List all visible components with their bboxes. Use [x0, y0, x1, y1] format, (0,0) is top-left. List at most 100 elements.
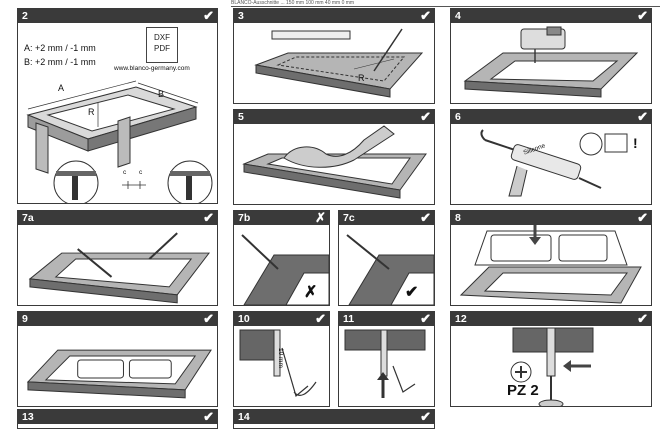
- step-7b-panel: 7b ✗ ✗: [233, 210, 330, 306]
- gap-c-right: c: [139, 169, 143, 176]
- check-icon: ✔: [420, 311, 431, 326]
- step-11-illustration: [339, 326, 434, 406]
- step-number: 14: [238, 411, 250, 423]
- step-header: 9✔: [18, 312, 217, 326]
- check-icon: ✔: [637, 109, 648, 124]
- step-number: 2: [22, 10, 28, 22]
- step-6-panel: 6✔ ! Silicone: [450, 109, 652, 205]
- dxf-pdf-file-icon: DXF PDF: [146, 27, 178, 63]
- screwing-drawing: [510, 327, 594, 406]
- step-3-illustration: R: [234, 23, 434, 103]
- check-icon: ✔: [420, 210, 431, 225]
- step-11-panel: 11 ✔: [338, 311, 435, 407]
- step-header: 13 ✔: [18, 410, 217, 424]
- step-number: 6: [455, 111, 461, 123]
- check-icon: ✔: [203, 8, 214, 23]
- check-icon: ✔: [420, 409, 431, 424]
- top-table-strip: BLANCO-Ausschnitte ... 150 mm 100 mm 40 …: [231, 0, 660, 7]
- step-4-illustration: [451, 23, 651, 103]
- step-2-panel: 2✔ A: +2 mm / -1 mm B: +2 mm / -1 mm DXF…: [17, 8, 218, 204]
- website-url: www.blanco-germany.com: [114, 65, 190, 72]
- sealing-drawing: [28, 232, 211, 304]
- dimension-b-label: B: [158, 89, 165, 99]
- step-number: 7a: [22, 212, 34, 224]
- step-header: 11 ✔: [339, 312, 434, 326]
- step-3-panel: 3✔ R: [233, 8, 435, 104]
- sink-placement-drawing: [459, 225, 642, 304]
- step-header: 12 ✔: [451, 312, 651, 326]
- step-5-illustration: [234, 124, 434, 204]
- step-7a-panel: 7a ✔: [17, 210, 218, 306]
- step-10-panel: 10 ✔ 10 mm: [233, 311, 330, 407]
- step-number: 3: [238, 10, 244, 22]
- step-8-panel: 8✔: [450, 210, 652, 306]
- step-13-panel: 13 ✔: [17, 409, 218, 429]
- step-14-panel: 14 ✔: [233, 409, 435, 429]
- check-icon: ✔: [420, 8, 431, 23]
- step-header: 14 ✔: [234, 410, 434, 424]
- check-icon: ✔: [637, 8, 648, 23]
- step-12-illustration: PZ 2: [451, 326, 651, 406]
- check-icon: ✔: [315, 311, 326, 326]
- cross-icon: ✗: [315, 210, 326, 225]
- step-number: 8: [455, 212, 461, 224]
- step-number: 7b: [238, 212, 251, 224]
- tolerance-a: A: +2 mm / -1 mm: [24, 43, 96, 53]
- jigsaw-drawing: [463, 26, 639, 98]
- step-header: 7b ✗: [234, 211, 329, 225]
- step-header: 7a ✔: [18, 211, 217, 225]
- step-number: 5: [238, 111, 244, 123]
- step-5-panel: 5✔: [233, 109, 435, 205]
- installed-sink-drawing: [26, 349, 212, 399]
- step-number: 12: [455, 313, 467, 325]
- step-header: 5✔: [234, 110, 434, 124]
- step-7c-illustration: ✔: [339, 225, 434, 305]
- step-header: 7c ✔: [339, 211, 434, 225]
- cutout-drawing: [26, 80, 213, 203]
- radius-label: R: [88, 107, 95, 117]
- step-7b-illustration: ✗: [234, 225, 329, 305]
- step-7c-panel: 7c ✔ ✔: [338, 210, 435, 306]
- step-header: 6✔: [451, 110, 651, 124]
- check-icon: ✔: [203, 311, 214, 326]
- cleaning-drawing: [242, 125, 427, 199]
- check-icon: ✔: [203, 210, 214, 225]
- step-8-illustration: [451, 225, 651, 305]
- clip-fitting-drawing: [239, 329, 317, 398]
- step-header: 3✔: [234, 9, 434, 23]
- step-4-panel: 4✔: [450, 8, 652, 104]
- svg-text:✗: ✗: [304, 284, 317, 301]
- correct-sealing-drawing: ✔: [346, 234, 434, 305]
- step-9-panel: 9✔: [17, 311, 218, 407]
- step-10-illustration: 10 mm: [234, 326, 329, 406]
- check-icon: ✔: [637, 311, 648, 326]
- step-number: 11: [343, 313, 355, 325]
- radius-label: R: [358, 73, 365, 83]
- step-2-illustration: A: +2 mm / -1 mm B: +2 mm / -1 mm DXF PD…: [18, 23, 217, 203]
- step-number: 4: [455, 10, 461, 22]
- check-icon: ✔: [203, 409, 214, 424]
- step-9-illustration: [18, 326, 217, 406]
- tolerance-b: B: +2 mm / -1 mm: [24, 57, 96, 67]
- wrong-sealing-drawing: ✗: [241, 234, 329, 305]
- silicone-gun-drawing: !: [480, 129, 638, 197]
- dimension-a-label: A: [58, 83, 65, 93]
- step-number: 10: [238, 313, 250, 325]
- step-number: 13: [22, 411, 34, 423]
- clip-tighten-drawing: [344, 329, 426, 398]
- check-icon: ✔: [420, 109, 431, 124]
- check-icon: ✔: [637, 210, 648, 225]
- gap-c-left: c: [123, 169, 127, 176]
- svg-text:!: !: [633, 135, 638, 151]
- step-7a-illustration: [18, 225, 217, 305]
- step-header: 8✔: [451, 211, 651, 225]
- dimension-label: 10 mm: [277, 348, 284, 368]
- template-drawing: [254, 28, 424, 98]
- step-6-illustration: ! Silicone: [451, 124, 651, 204]
- step-header: 2✔: [18, 9, 217, 23]
- step-number: 9: [22, 313, 28, 325]
- svg-text:✔: ✔: [405, 284, 418, 301]
- screwdriver-size: PZ 2: [507, 382, 539, 399]
- step-number: 7c: [343, 212, 355, 224]
- step-12-panel: 12 ✔ PZ 2: [450, 311, 652, 407]
